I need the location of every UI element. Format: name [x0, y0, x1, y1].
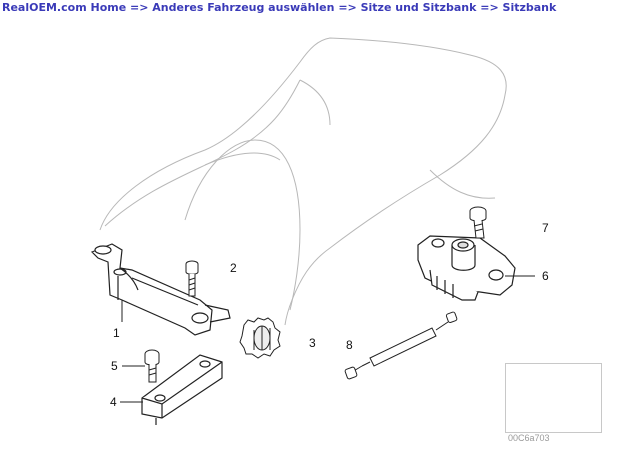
callout-4: 4: [110, 395, 117, 409]
cable-part-8: [344, 311, 458, 380]
callout-2: 2: [230, 261, 237, 275]
breadcrumb-separator: =>: [338, 1, 357, 14]
breadcrumb-separator: =>: [480, 1, 499, 14]
vehicle-thumbnail[interactable]: [505, 363, 602, 433]
image-id-label: 00C6a703: [508, 433, 550, 443]
breadcrumb-separator: =>: [130, 1, 149, 14]
seat-outline: [99, 37, 507, 326]
seat-lock-bracket: [90, 243, 231, 336]
callout-6: 6: [542, 269, 549, 283]
callout-5: 5: [111, 359, 118, 373]
callout-8: 8: [346, 338, 353, 352]
breadcrumb-group-link[interactable]: Sitze und Sitzbank: [360, 1, 477, 14]
breadcrumb-vehicle-link[interactable]: Anderes Fahrzeug auswählen: [152, 1, 335, 14]
screw-part-2: [185, 260, 199, 297]
plate-part-4: [141, 354, 223, 425]
gear-part-3: [239, 317, 281, 359]
breadcrumb-current-link[interactable]: Sitzbank: [502, 1, 557, 14]
callout-3: 3: [309, 336, 316, 350]
screw-part-7: [469, 206, 487, 239]
lock-mechanism-part-6: [417, 235, 516, 301]
screw-part-5: [144, 349, 160, 383]
callout-7: 7: [542, 221, 549, 235]
callout-1: 1: [113, 326, 120, 340]
breadcrumb: RealOEM.com Home => Anderes Fahrzeug aus…: [2, 1, 556, 14]
breadcrumb-home-link[interactable]: RealOEM.com Home: [2, 1, 127, 14]
leader-lines: [120, 275, 535, 403]
